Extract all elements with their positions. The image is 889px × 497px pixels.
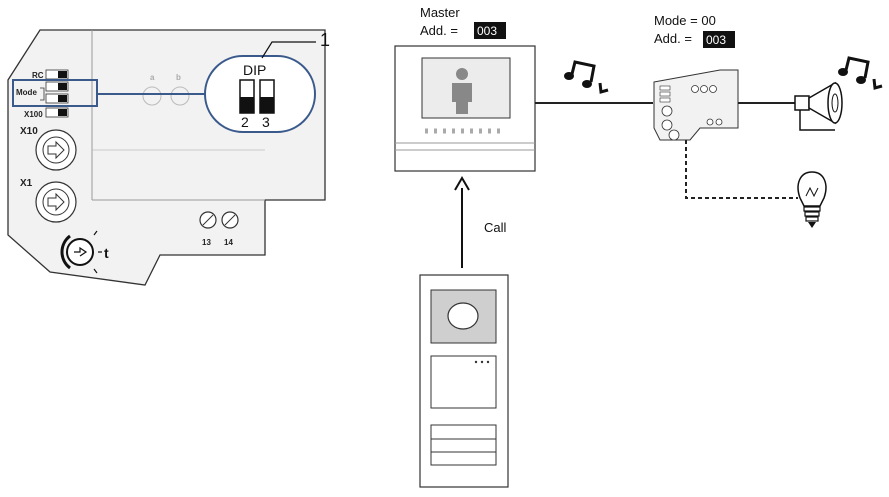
mode-label: Mode [16,88,37,97]
x1-arrow-icon [47,192,65,212]
push-button-3 [430,451,497,466]
terminal-13-label: 13 [202,238,211,247]
music-note-icon-2 [838,56,883,90]
x10-arrow-icon [47,140,65,160]
callout-number: 1 [320,30,330,50]
terminal-a-label: a [150,73,155,82]
actuator-mode: Mode = 00 [654,13,716,28]
timer-label: t [104,245,109,261]
person-icon [452,68,472,114]
callout-leader [261,41,316,59]
x100-label: X100 [24,110,43,119]
speaker-module [430,355,497,409]
push-button-icon [430,424,497,440]
siren-horn-icon [794,81,843,131]
mode-switch-2 [45,93,69,104]
dip-2-label: 2 [241,114,249,130]
actuator-add-box [703,31,735,48]
dip-3-label: 3 [262,114,270,130]
light-bulb-icon [797,171,827,228]
mode-switch-1 [45,81,69,92]
outdoor-station [419,274,509,488]
master-monitor: Master Add. = 003 [394,5,536,172]
rc-label: RC [32,71,44,80]
music-note-icon [564,60,609,94]
actuator-add-label: Add. = [654,31,692,46]
actuator-small: Mode = 00 Add. = 003 [653,13,739,141]
camera-lens [447,302,479,330]
terminal-14-label: 14 [224,238,233,247]
x10-label: X10 [20,126,38,137]
x1-label: X1 [20,178,33,189]
push-button-2 [430,438,497,453]
monitor-add-value: 003 [477,24,497,38]
terminal-b-screw [170,86,190,106]
actuator-module-detail: a b RC Mode X100 DIP 2 3 1 X10 [7,29,330,286]
dashed-line-bulb [685,140,798,199]
terminal-a-screw [142,86,162,106]
call-label: Call [484,220,507,235]
monitor-title: Master [420,5,460,20]
dip-title: DIP [243,62,266,78]
actuator-add-value: 003 [706,33,726,47]
terminal-b-label: b [176,73,181,82]
monitor-add-label: Add. = [420,23,458,38]
x100-switch [45,107,69,118]
call-arrow [454,176,470,268]
monitor-add-box [474,22,506,39]
